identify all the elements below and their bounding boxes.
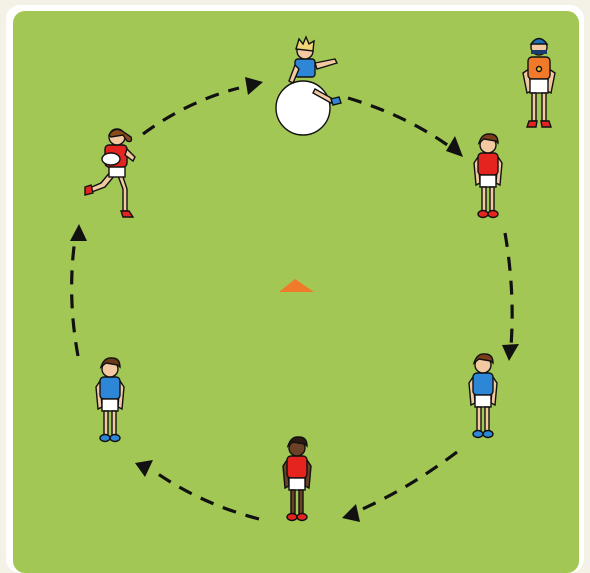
pitch: [13, 11, 579, 573]
drill-diagram: [13, 11, 579, 573]
